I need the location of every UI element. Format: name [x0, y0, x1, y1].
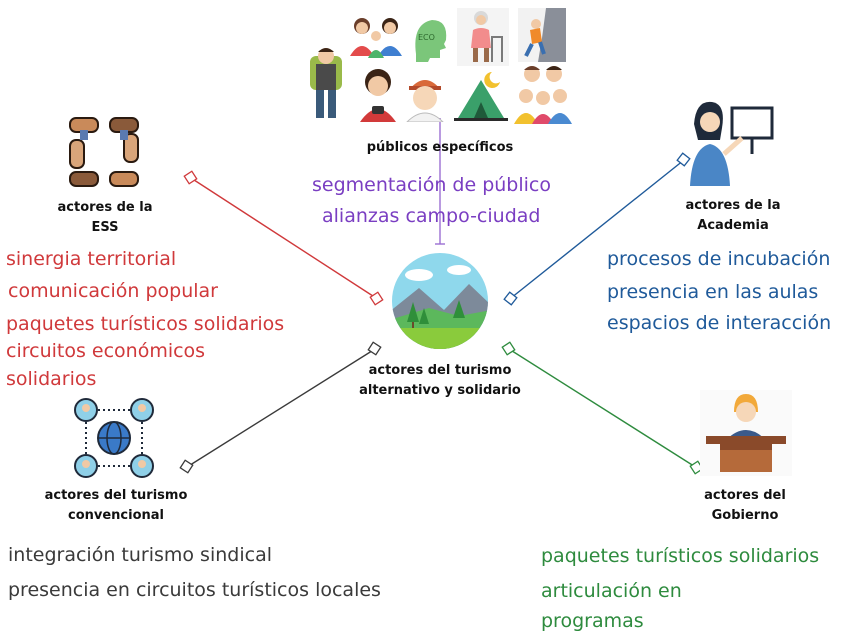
center-label-line1: actores del turismo [368, 363, 512, 378]
connector-academia-end-a [676, 152, 691, 167]
connector-ess-end-a [183, 170, 198, 185]
hands-circle-icon [62, 110, 146, 194]
elderly-walker-icon [457, 8, 509, 66]
gobierno-item-3: programas [541, 610, 644, 632]
convencional-label-line2: convencional [67, 508, 164, 523]
center-label-line2: alternativo y solidario [359, 383, 521, 398]
academia-item-3: espacios de interacción [607, 312, 832, 334]
convencional-label-line1: actores del turismo [44, 488, 188, 503]
academia-item-1: procesos de incubación [607, 248, 831, 270]
ess-item-2: comunicación popular [8, 280, 218, 302]
connector-ess-end-b [369, 291, 384, 306]
convencional-item-1: integración turismo sindical [8, 544, 272, 566]
publicos-item-1: segmentación de público [312, 174, 551, 196]
svg-text:ECO: ECO [418, 33, 435, 42]
ess-item-1: sinergia territorial [6, 248, 177, 270]
connector-ess [190, 177, 377, 299]
group-family-icon [512, 60, 574, 124]
teacher-board-icon [684, 94, 780, 190]
connector-gobierno-end-a [501, 341, 516, 356]
academia-label: actores de la Academia [658, 196, 808, 236]
convencional-item-2: presencia en circuitos turísticos locale… [8, 579, 381, 601]
eco-head-icon: ECO [410, 14, 450, 64]
ess-label-line2: ESS [91, 220, 119, 235]
connector-convencional-end-b [179, 459, 194, 474]
speaker-podium-icon [700, 390, 792, 476]
ess-item-5: solidarios [6, 368, 97, 390]
academia-item-2: presencia en las aulas [607, 281, 819, 303]
gobierno-label-line2: Gobierno [711, 508, 779, 523]
gobierno-item-2: articulación en [541, 580, 682, 602]
connector-academia [510, 159, 685, 299]
convencional-label: actores del turismo convencional [16, 486, 216, 526]
gobierno-label-line1: actores del [704, 488, 786, 503]
ess-item-3: paquetes turísticos solidarios [6, 313, 285, 335]
connector-gobierno [508, 348, 698, 469]
connector-convencional-end-a [367, 341, 382, 356]
publicos-label: públicos específicos [366, 140, 514, 155]
climber-icon [518, 8, 566, 62]
family-icon [348, 12, 404, 60]
woman-hat-icon [403, 68, 447, 123]
global-network-icon [72, 396, 156, 480]
gobierno-label: actores del Gobierno [670, 486, 820, 526]
tourist-man-icon [356, 66, 400, 122]
connector-academia-end-b [503, 291, 518, 306]
camping-tent-icon [452, 66, 510, 122]
publicos-item-2: alianzas campo-ciudad [322, 205, 541, 227]
academia-label-line2: Academia [697, 218, 769, 233]
connector-convencional [186, 348, 376, 468]
landscape-icon [389, 250, 491, 352]
ess-label-line1: actores de la [57, 200, 153, 215]
ess-label: actores de la ESS [30, 198, 180, 238]
center-label: actores del turismo alternativo y solida… [330, 361, 550, 401]
academia-label-line1: actores de la [685, 198, 781, 213]
ess-item-4: circuitos económicos [6, 340, 206, 362]
gobierno-item-1: paquetes turísticos solidarios [541, 545, 820, 567]
backpacker-icon [300, 44, 352, 124]
